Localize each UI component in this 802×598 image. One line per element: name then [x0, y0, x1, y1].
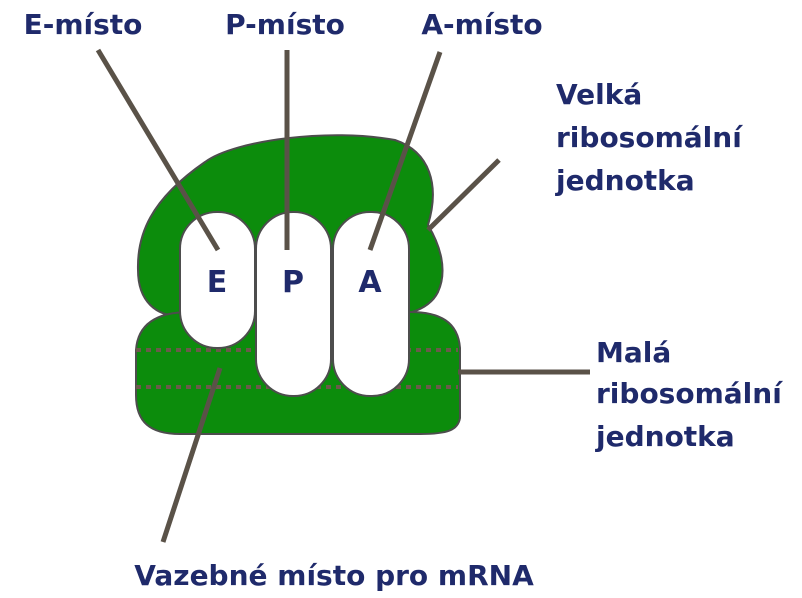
large-subunit-label-line-3: jednotka [555, 164, 695, 197]
a-site-label: A-místo [421, 8, 542, 41]
p-site-letter: P [282, 265, 304, 300]
mrna-site-leader-line [160, 367, 223, 543]
a-site-leader-line [367, 51, 443, 251]
small-subunit-label-line-3: jednotka [595, 420, 735, 453]
e-site-leader-line [95, 48, 221, 252]
small-subunit-label-line-2: ribosomální [596, 377, 783, 410]
a-site-pocket [332, 211, 410, 397]
large-subunit-label-line-1: Velká [556, 78, 642, 111]
a-site-letter: A [358, 265, 382, 300]
large-subunit-label-line-2: ribosomální [556, 121, 743, 154]
p-site-pocket [255, 211, 332, 397]
mrna-binding-site-label: Vazebné místo pro mRNA [134, 559, 534, 592]
small-subunit-label-line-1: Malá [596, 336, 671, 369]
e-site-label: E-místo [24, 8, 143, 41]
e-site-letter: E [207, 265, 228, 300]
p-site-label: P-místo [225, 8, 345, 41]
large-subunit-leader-line [426, 158, 501, 232]
